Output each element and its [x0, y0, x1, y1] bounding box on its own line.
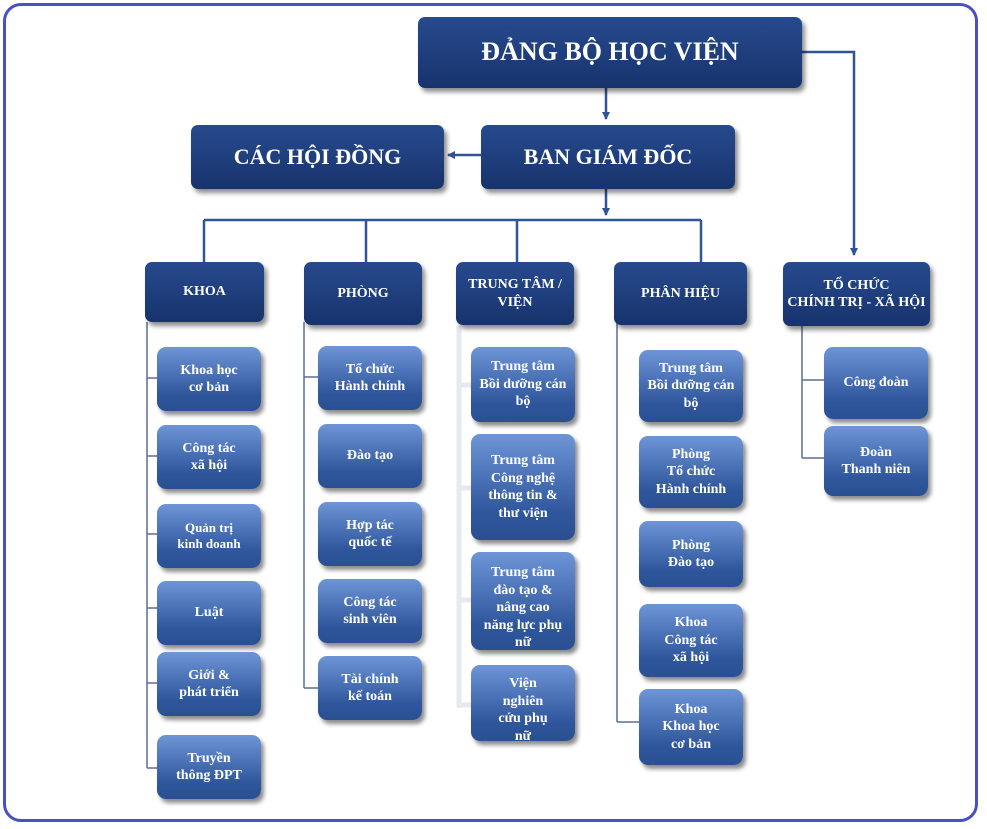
- branch-header-khoa: KHOA: [145, 262, 264, 322]
- phong-item-dao-tao: Đào tạo: [318, 424, 422, 488]
- phanhieu-item-khoa-cong-tac-xa-hoi: Khoa Công tác xã hội: [639, 604, 743, 677]
- tochuc-item-cong-doan: Công đoàn: [824, 347, 928, 419]
- khoa-item-truyen-thong-dpt: Truyền thông ĐPT: [157, 735, 261, 799]
- connector-root-tochuc: [802, 50, 858, 256]
- khoa-item-cong-tac-xa-hoi: Công tác xã hội: [157, 425, 261, 489]
- branch-header-phanhieu: PHÂN HIỆU: [614, 262, 747, 325]
- phanhieu-item-phong-dao-tao: Phòng Đào tạo: [639, 521, 743, 587]
- board-box: BAN GIÁM ĐỐC: [481, 125, 735, 189]
- khoa-item-luat: Luật: [157, 581, 261, 645]
- trungtam-item-cntt-thu-vien: Trung tâm Công nghệ thông tin & thư viện: [471, 434, 575, 540]
- branch-header-tochuc: TỔ CHỨC CHÍNH TRỊ - XÃ HỘI: [783, 262, 930, 326]
- khoa-item-quan-tri-kinh-doanh: Quản trị kinh doanh: [157, 504, 261, 568]
- khoa-item-khoa-hoc-co-ban: Khoa học cơ bản: [157, 347, 261, 411]
- tochuc-item-doan-thanh-nien: Đoàn Thanh niên: [824, 426, 928, 496]
- trungtam-item-vien-nghien-cuu: Viện nghiên cứu phụ nữ: [471, 665, 575, 741]
- root-box-dang-bo: ĐẢNG BỘ HỌC VIỆN: [418, 17, 802, 88]
- khoa-item-gioi-phat-trien: Giới & phát triển: [157, 652, 261, 716]
- phong-item-hop-tac-quoc-te: Hợp tác quốc tế: [318, 502, 422, 566]
- phanhieu-item-boi-duong-can-bo: Trung tâm Bồi dưỡng cán bộ: [639, 350, 743, 422]
- trungtam-item-dao-tao-nang-cao-nang-luc: Trung tâm đào tạo & nâng cao năng lực ph…: [471, 552, 575, 650]
- phong-item-cong-tac-sinh-vien: Công tác sinh viên: [318, 579, 422, 643]
- branch-header-phong: PHÒNG: [304, 262, 422, 325]
- phanhieu-item-khoa-khoa-hoc-co-ban: Khoa Khoa học cơ bản: [639, 689, 743, 765]
- phong-item-to-chuc-hanh-chinh: Tổ chức Hành chính: [318, 346, 422, 410]
- phong-item-tai-chinh-ke-toan: Tài chính kế toán: [318, 656, 422, 720]
- phanhieu-item-phong-to-chuc-hanh-chinh: Phòng Tổ chức Hành chính: [639, 436, 743, 508]
- councils-box: CÁC HỘI ĐỒNG: [191, 125, 444, 189]
- branch-header-trungtam: TRUNG TÂM / VIỆN: [456, 262, 574, 325]
- trungtam-item-boi-duong-can-bo: Trung tâm Bồi dưỡng cán bộ: [471, 347, 575, 422]
